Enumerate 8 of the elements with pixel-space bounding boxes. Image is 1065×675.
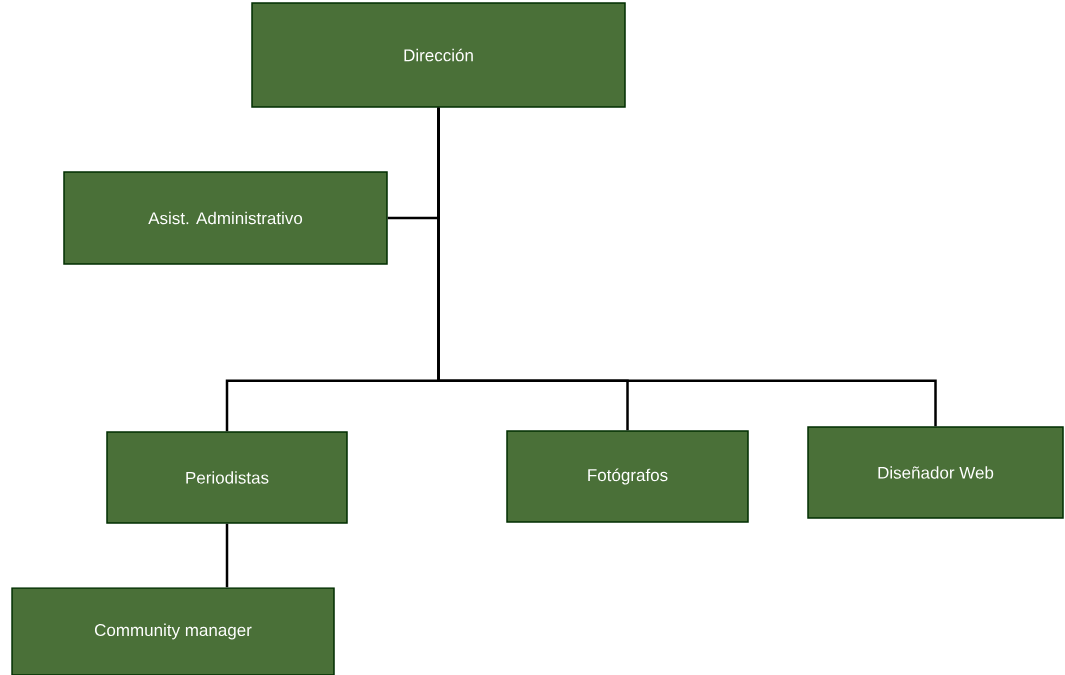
org-box: Asist. Administrativo — [63, 171, 388, 265]
connector-line — [437, 107, 937, 427]
org-box: Dirección — [251, 2, 626, 108]
org-box: Diseñador Web — [807, 426, 1064, 519]
org-box: Fotógrafos — [506, 430, 749, 523]
org-box: Community manager — [11, 587, 335, 675]
connector-line — [225, 523, 229, 588]
org-box: Periodistas — [106, 431, 348, 524]
